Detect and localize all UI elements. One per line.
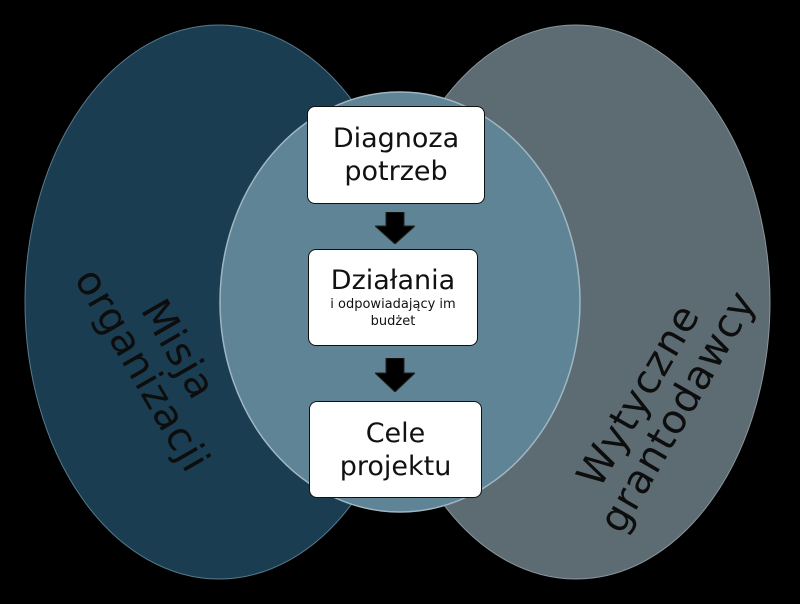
flow-box-1-line-2: potrzeb: [344, 156, 448, 187]
down-arrow-icon: [375, 358, 415, 392]
flow-box-needs-diagnosis: Diagnoza potrzeb: [307, 106, 485, 204]
flow-box-1-line-1: Diagnoza: [332, 123, 460, 154]
flow-box-actions: Działania i odpowiadający im budżet: [308, 249, 478, 346]
flow-box-2-sub-line-2: budżet: [370, 313, 416, 329]
flow-box-project-goals: Cele projektu: [309, 401, 482, 498]
flow-box-3-line-1: Cele: [365, 417, 426, 449]
down-arrow-icon: [375, 212, 415, 244]
flow-box-3-line-2: projektu: [339, 450, 452, 482]
flow-box-2-sub-line-1: i odpowiadający im: [330, 296, 456, 312]
flow-box-2-line-1: Działania: [330, 264, 456, 296]
